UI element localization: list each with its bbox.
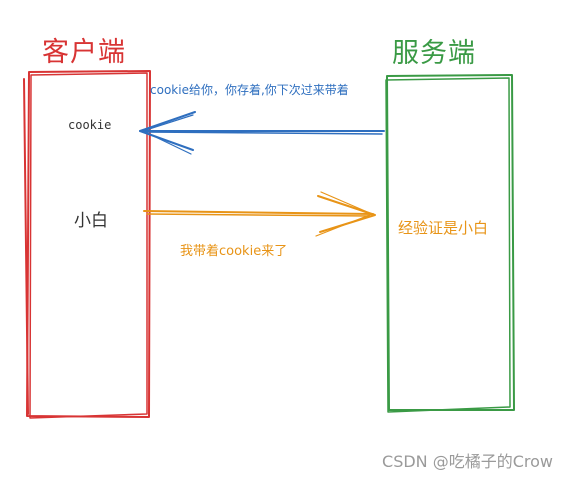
client-box <box>23 70 151 419</box>
request-arrow-label: 我带着cookie来了 <box>180 244 288 259</box>
server-result-label: 经验证是小白 <box>398 219 489 237</box>
csdn-watermark: CSDN @吃橘子的Crow <box>382 452 553 471</box>
response-arrow <box>139 111 385 155</box>
request-arrow <box>143 191 376 237</box>
server-box <box>385 74 515 413</box>
client-title: 客户端 <box>42 37 126 68</box>
client-cookie-label: cookie <box>68 118 112 132</box>
response-arrow-label: cookie给你，你存着,你下次过来带着 <box>150 83 349 97</box>
client-identity-label: 小白 <box>74 211 108 231</box>
server-title: 服务端 <box>392 38 476 69</box>
